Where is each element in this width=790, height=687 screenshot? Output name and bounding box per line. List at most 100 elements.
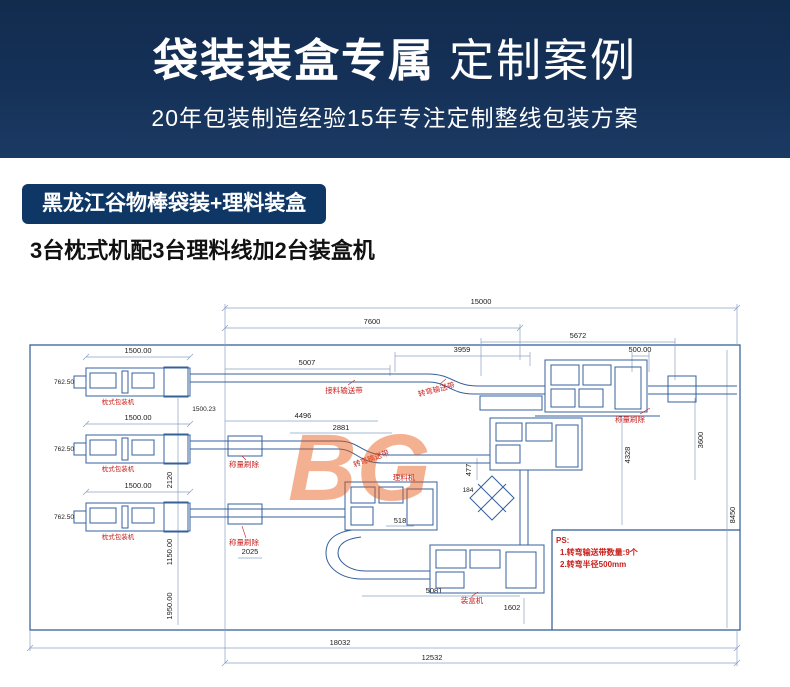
curve-belt-to-bottom-cartoner <box>325 529 430 580</box>
pillow-machine-1 <box>73 366 191 398</box>
svg-text:8450: 8450 <box>728 507 737 524</box>
weigh-reject-unit-3 <box>227 503 263 525</box>
dim-1150: 1150.00 <box>165 539 174 566</box>
svg-text:1500.00: 1500.00 <box>124 481 151 490</box>
dim-3600: 3600 <box>696 432 705 449</box>
svg-text:1.转弯输送带数量:9个: 1.转弯输送带数量:9个 <box>560 547 639 557</box>
svg-text:1500.00: 1500.00 <box>124 346 151 355</box>
svg-text:PS:: PS: <box>556 536 569 545</box>
svg-text:1500.23: 1500.23 <box>192 406 216 413</box>
page-title-bold: 袋装装盒专属 <box>152 35 435 86</box>
cartoner-cluster-1 <box>479 359 660 417</box>
dim-1500-machine3: 1500.00 <box>82 481 194 496</box>
svg-text:3959: 3959 <box>454 345 471 354</box>
collator-cluster-2 <box>489 417 583 471</box>
dim-1950: 1950.00 <box>165 592 174 619</box>
svg-text:1950.00: 1950.00 <box>165 592 174 619</box>
page-title-light: 定制案例 <box>449 35 638 86</box>
svg-text:3600: 3600 <box>696 432 705 449</box>
dim-2120: 2120 <box>165 472 174 489</box>
hero-banner: 袋装装盒专属定制案例 20年包装制造经验15年专注定制整线包装方案 <box>0 0 790 158</box>
svg-text:477: 477 <box>464 464 473 477</box>
svg-text:18032: 18032 <box>330 638 351 647</box>
infeed-belt-label: 接料输送带 <box>325 385 363 395</box>
leader-weigh-3 <box>241 525 247 539</box>
cartoner-cluster-bottom <box>429 544 545 594</box>
dim-2025: 2025 <box>238 547 262 559</box>
dim-1500-machine2: 1500.00 <box>82 413 194 428</box>
dim-762-machine2: 762.50 <box>54 446 74 453</box>
svg-text:2025: 2025 <box>242 547 259 556</box>
dim-762-machine1: 762.50 <box>54 379 74 386</box>
dim-5081: 5081 <box>362 586 520 597</box>
page-subtitle: 20年包装制造经验15年专注定制整线包装方案 <box>151 105 639 131</box>
svg-text:12532: 12532 <box>422 653 443 662</box>
leader-infeed <box>347 379 356 386</box>
cartoner-label: 装盒机 <box>461 595 484 605</box>
svg-text:15000: 15000 <box>471 297 492 306</box>
weigh-label-2: 称量刷除 <box>229 459 259 469</box>
svg-text:7600: 7600 <box>364 317 381 326</box>
cad-layout-diagram: 15000 7600 5672 3959 5007 500.00 1500.00… <box>26 297 741 667</box>
svg-text:5007: 5007 <box>299 358 316 367</box>
dim-3959: 3959 <box>395 345 530 357</box>
dim-5007: 5007 <box>225 358 390 370</box>
pillow-machine-2 <box>73 433 191 465</box>
dim-184: 184 <box>463 487 474 494</box>
conveyor-row-2 <box>190 440 490 464</box>
svg-text:518: 518 <box>394 516 407 525</box>
svg-text:4328: 4328 <box>623 447 632 464</box>
dim-7600: 7600 <box>221 317 524 332</box>
svg-text:1150.00: 1150.00 <box>165 539 174 566</box>
weigh-label-right: 称量刷除 <box>615 414 645 424</box>
svg-text:2120: 2120 <box>165 472 174 489</box>
pillow-machine-3-label: 枕式包装机 <box>102 532 135 541</box>
svg-text:500.00: 500.00 <box>629 345 652 354</box>
pillow-machine-1-label: 枕式包装机 <box>102 397 135 406</box>
svg-text:2881: 2881 <box>333 423 350 432</box>
dim-1602: 1602 <box>504 598 525 624</box>
dim-5672: 5672 <box>481 331 675 343</box>
vertical-belt-to-cartoner <box>519 470 529 545</box>
svg-text:762.50: 762.50 <box>54 379 74 386</box>
dim-12532: 12532 <box>221 653 741 667</box>
dim-4496: 4496 <box>225 411 378 422</box>
collator-cluster-3 <box>344 481 438 531</box>
dim-18032: 18032 <box>26 638 741 652</box>
dim-4328: 4328 <box>623 447 632 464</box>
case-badge: 黑龙江谷物棒袋装+理料装盒 <box>22 184 327 224</box>
turn-table-diamond <box>469 475 515 521</box>
room-outline <box>29 344 741 631</box>
svg-text:2.转弯半径500mm: 2.转弯半径500mm <box>560 559 626 569</box>
dim-518: 518 <box>386 516 414 527</box>
dim-500: 500.00 <box>629 345 652 357</box>
dim-15000: 15000 <box>221 297 741 312</box>
page-title: 袋装装盒专属定制案例 <box>0 24 790 89</box>
dimension-extension-lines <box>29 304 738 666</box>
leader-cartoner <box>471 591 479 597</box>
svg-text:762.50: 762.50 <box>54 514 74 521</box>
svg-text:762.50: 762.50 <box>54 446 74 453</box>
leader-weigh-right <box>639 407 651 415</box>
svg-text:1500.00: 1500.00 <box>124 413 151 422</box>
weigh-reject-unit-2 <box>227 435 263 457</box>
leader-weigh-2 <box>241 455 247 461</box>
svg-text:5672: 5672 <box>570 331 587 340</box>
conveyor-row-3 <box>190 508 345 518</box>
right-reject-unit <box>667 375 697 403</box>
dim-8450: 8450 <box>728 507 737 524</box>
pillow-machine-2-label: 枕式包装机 <box>102 464 135 473</box>
svg-text:1602: 1602 <box>504 603 521 612</box>
weigh-label-3: 称量刷除 <box>229 537 259 547</box>
pillow-machine-3 <box>73 501 191 533</box>
line-config-title: 3台枕式机配3台理料线加2台装盒机 <box>30 238 375 263</box>
dim-477: 477 <box>464 458 478 480</box>
svg-text:5081: 5081 <box>426 586 443 595</box>
dim-2881: 2881 <box>290 423 392 434</box>
dim-1500-23: 1500.23 <box>192 406 216 413</box>
svg-text:4496: 4496 <box>295 411 312 420</box>
conveyor-row-1 <box>190 373 737 395</box>
svg-text:184: 184 <box>463 487 474 494</box>
ps-note: PS: 1.转弯输送带数量:9个 2.转弯半径500mm <box>556 536 639 569</box>
bg-watermark: BG <box>288 415 431 521</box>
